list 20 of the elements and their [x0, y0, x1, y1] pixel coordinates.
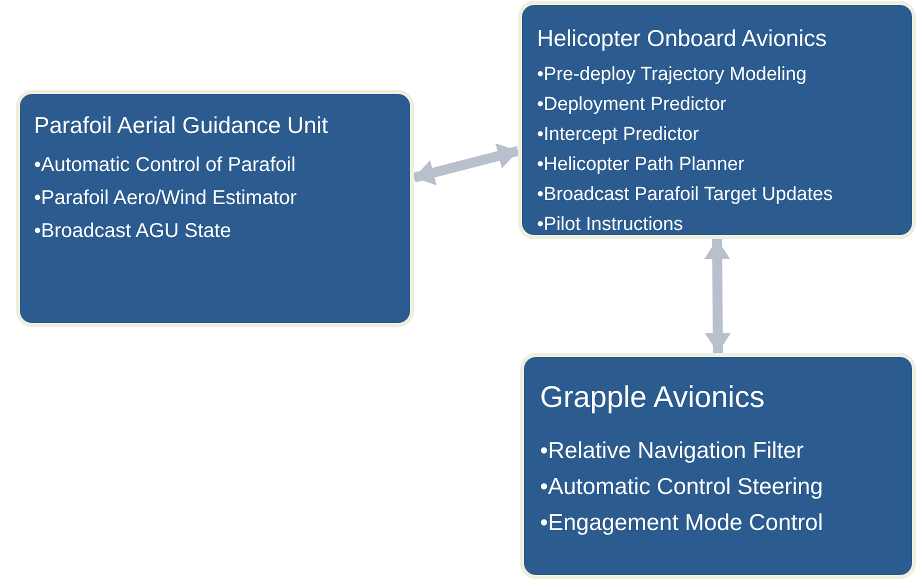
process-box — [520, 353, 916, 579]
box-heading: Helicopter Onboard Avionics — [537, 24, 827, 53]
list-item: •Broadcast Parafoil Target Updates — [537, 182, 833, 206]
list-item: •Intercept Predictor — [537, 122, 699, 146]
list-item: •Automatic Control Steering — [540, 472, 823, 501]
box-heading: Parafoil Aerial Guidance Unit — [34, 111, 328, 140]
box-heading: Grapple Avionics — [540, 380, 765, 416]
process-box — [518, 1, 916, 239]
list-item: •Parafoil Aero/Wind Estimator — [34, 186, 297, 210]
list-item: •Automatic Control of Parafoil — [34, 152, 296, 178]
list-item: •Deployment Predictor — [537, 92, 726, 116]
double-arrow — [704, 238, 731, 354]
list-item: •Pre-deploy Trajectory Modeling — [537, 62, 807, 86]
process-box — [16, 90, 414, 327]
list-item: •Relative Navigation Filter — [540, 436, 804, 465]
list-item: •Helicopter Path Planner — [537, 152, 744, 176]
list-item: •Pilot Instructions — [537, 212, 684, 236]
list-item: •Engagement Mode Control — [540, 508, 823, 537]
list-item: •Broadcast AGU State — [34, 218, 232, 244]
double-arrow — [412, 143, 520, 186]
